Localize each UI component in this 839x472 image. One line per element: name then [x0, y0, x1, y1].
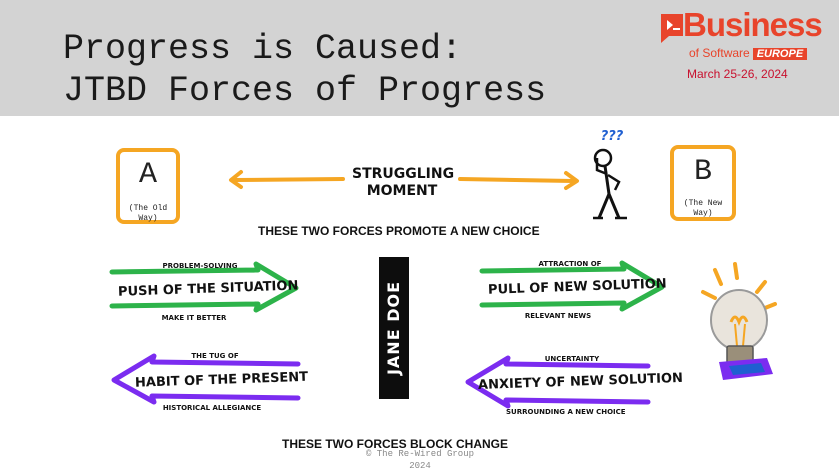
copyright-line-1: © The Re-Wired Group: [365, 449, 475, 459]
box-a-note: (The Old Way): [128, 204, 168, 223]
box-new-way: B (The New Way): [670, 145, 736, 221]
box-b-letter: B: [693, 155, 712, 189]
habit-purple-arrow-icon: [111, 353, 301, 405]
orange-arrow-left-icon: [229, 170, 345, 189]
slide-header: Progress is Caused: JTBD Forces of Progr…: [0, 0, 839, 116]
anxiety-bottom-label: SURROUNDING A NEW CHOICE: [506, 408, 626, 416]
struggling-moment-label: STRUGGLING MOMENT: [352, 166, 455, 200]
struggling-line-1: STRUGGLING: [352, 166, 455, 182]
orange-arrow-right-icon: [458, 171, 579, 190]
jane-doe-bar: JANE DOE: [379, 257, 409, 399]
light-bulb-icon: [701, 262, 777, 380]
push-top-label: PROBLEM-SOLVING: [162, 262, 238, 270]
question-marks: ???: [600, 129, 624, 144]
box-b-note: (The New Way): [683, 199, 723, 218]
box-a-letter: A: [138, 158, 157, 192]
pull-bottom-label: RELEVANT NEWS: [524, 312, 592, 320]
copyright-notice: © The Re-Wired Group 2024: [340, 448, 500, 472]
struggling-line-2: MOMENT: [366, 183, 438, 199]
anxiety-top-label: UNCERTAINTY: [544, 355, 600, 363]
push-green-arrow-icon: [109, 261, 299, 313]
jane-doe-label: JANE DOE: [384, 280, 403, 376]
title-line-1: Progress is Caused:: [63, 29, 463, 69]
block-caption: THESE TWO FORCES BLOCK CHANGE: [282, 437, 508, 451]
slide-title: Progress is Caused: JTBD Forces of Progr…: [63, 28, 546, 112]
title-line-2: JTBD Forces of Progress: [63, 71, 547, 111]
block-caption-bold: BLOCK CHANGE: [410, 437, 509, 451]
block-caption-prefix: THESE TWO FORCES: [282, 437, 411, 451]
promote-caption-prefix: THESE TWO FORCES PROMOTE: [258, 224, 451, 238]
anxiety-purple-arrow-icon: [465, 355, 651, 409]
logo-region: EUROPE: [752, 48, 808, 60]
pull-top-label: ATTRACTION OF: [538, 260, 602, 268]
promote-caption-bold: A NEW CHOICE: [450, 224, 540, 238]
confused-stick-figure-icon: [593, 148, 627, 220]
habit-bottom-label: HISTORICAL ALLEGIANCE: [162, 404, 262, 412]
logo-badge-icon: [661, 14, 683, 43]
pull-green-arrow-icon: [479, 260, 665, 312]
box-old-way: A (The Old Way): [116, 148, 180, 224]
habit-top-label: THE TUG OF: [191, 352, 239, 360]
copyright-line-2: 2024: [409, 461, 431, 471]
logo-sub-text: of Software: [689, 46, 750, 60]
logo-word: Business: [683, 6, 823, 43]
push-bottom-label: MAKE IT BETTER: [161, 314, 227, 322]
promote-caption: THESE TWO FORCES PROMOTE A NEW CHOICE: [258, 224, 540, 238]
event-date: March 25-26, 2024: [687, 67, 788, 81]
